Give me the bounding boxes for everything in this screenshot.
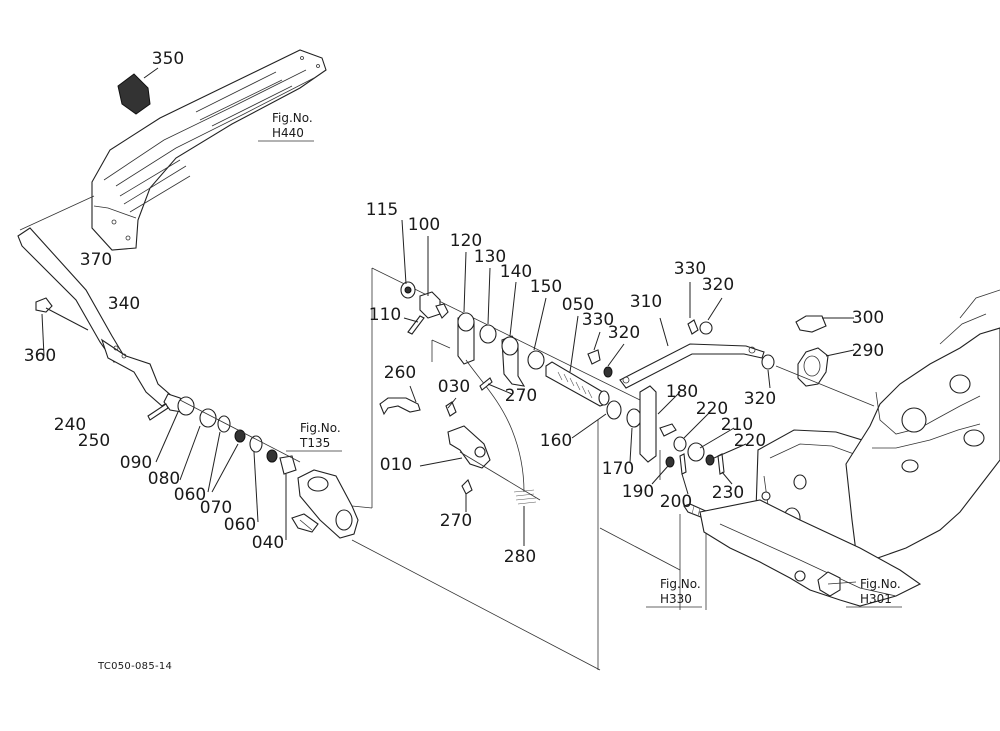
part-label-p050: 050	[562, 295, 594, 315]
part-label-p140: 140	[500, 262, 532, 282]
part-label-p300: 300	[852, 308, 884, 328]
part-label-p160: 160	[540, 431, 572, 451]
drawing-code: TC050-085-14	[97, 661, 172, 672]
part-label-p120: 120	[450, 231, 482, 251]
part-label-p280: 280	[504, 547, 536, 567]
part-label-p260: 260	[384, 363, 416, 383]
part-label-p180: 180	[666, 382, 698, 402]
fig-ref-prefix: Fig.No.	[272, 111, 313, 125]
part-label-p150: 150	[530, 277, 562, 297]
part-label-p090: 090	[120, 453, 152, 473]
guide-plate-drawing	[91, 49, 327, 251]
part-label-p130: 130	[474, 247, 506, 267]
part-label-p290: 290	[852, 341, 884, 361]
linkage-drawing	[379, 359, 541, 546]
part-number-labels: 3503703403602402500900800600700600401151…	[24, 49, 884, 567]
part-label-p040: 040	[252, 533, 284, 553]
right-linkage-drawing	[571, 385, 747, 610]
shaft-assembly-drawing	[400, 219, 625, 407]
shaft-housing-drawing	[291, 469, 601, 671]
part-label-p330a: 330	[582, 310, 614, 330]
part-label-p080: 080	[148, 469, 180, 489]
fig-ref-number: H301	[860, 592, 892, 606]
part-label-p220a: 220	[696, 399, 728, 419]
part-label-p250: 250	[78, 431, 110, 451]
fig-ref-number: H330	[660, 592, 692, 606]
fig-ref-h301: Fig.No.H301	[846, 577, 902, 608]
part-label-p320a: 320	[608, 323, 640, 343]
part-label-p310: 310	[630, 292, 662, 312]
bracket-drawing	[619, 282, 875, 407]
part-label-p270b: 270	[440, 511, 472, 531]
fig-ref-prefix: Fig.No.	[660, 577, 701, 591]
fig-ref-h440: Fig.No.H440	[258, 111, 314, 142]
part-label-p115: 115	[366, 200, 398, 220]
part-label-p010: 010	[380, 455, 412, 475]
figure-references: Fig.No.H440Fig.No.T135Fig.No.H330Fig.No.…	[258, 111, 902, 608]
part-label-p200: 200	[660, 492, 692, 512]
part-label-p170: 170	[602, 459, 634, 479]
part-label-p110: 110	[369, 305, 401, 325]
fig-ref-prefix: Fig.No.	[300, 421, 341, 435]
explode-lines	[351, 267, 681, 670]
part-label-p320c: 320	[744, 389, 776, 409]
part-label-p370: 370	[80, 250, 112, 270]
lever-assembly-drawing	[17, 195, 187, 421]
part-label-p060b: 060	[224, 515, 256, 535]
fig-ref-number: H440	[272, 126, 304, 140]
fig-ref-t135: Fig.No.T135	[286, 421, 342, 452]
part-label-p270a: 270	[505, 386, 537, 406]
part-label-p330b: 330	[674, 259, 706, 279]
part-label-p210: 210	[721, 415, 753, 435]
part-label-p360: 360	[24, 346, 56, 366]
transmission-housing-drawing	[699, 289, 1000, 607]
part-label-p030: 030	[438, 377, 470, 397]
part-label-p340: 340	[108, 294, 140, 314]
part-label-p060a: 060	[174, 485, 206, 505]
fig-ref-h330: Fig.No.H330	[646, 577, 702, 608]
part-label-p240: 240	[54, 415, 86, 435]
part-label-p070: 070	[200, 498, 232, 518]
part-label-p230: 230	[712, 483, 744, 503]
part-label-p190: 190	[622, 482, 654, 502]
part-label-p220b: 220	[734, 431, 766, 451]
fig-ref-prefix: Fig.No.	[860, 577, 901, 591]
fig-ref-number: T135	[299, 436, 330, 450]
part-label-p100: 100	[408, 215, 440, 235]
washer-stack-drawing	[155, 396, 301, 540]
part-label-p320b: 320	[702, 275, 734, 295]
part-label-p350: 350	[152, 49, 184, 69]
